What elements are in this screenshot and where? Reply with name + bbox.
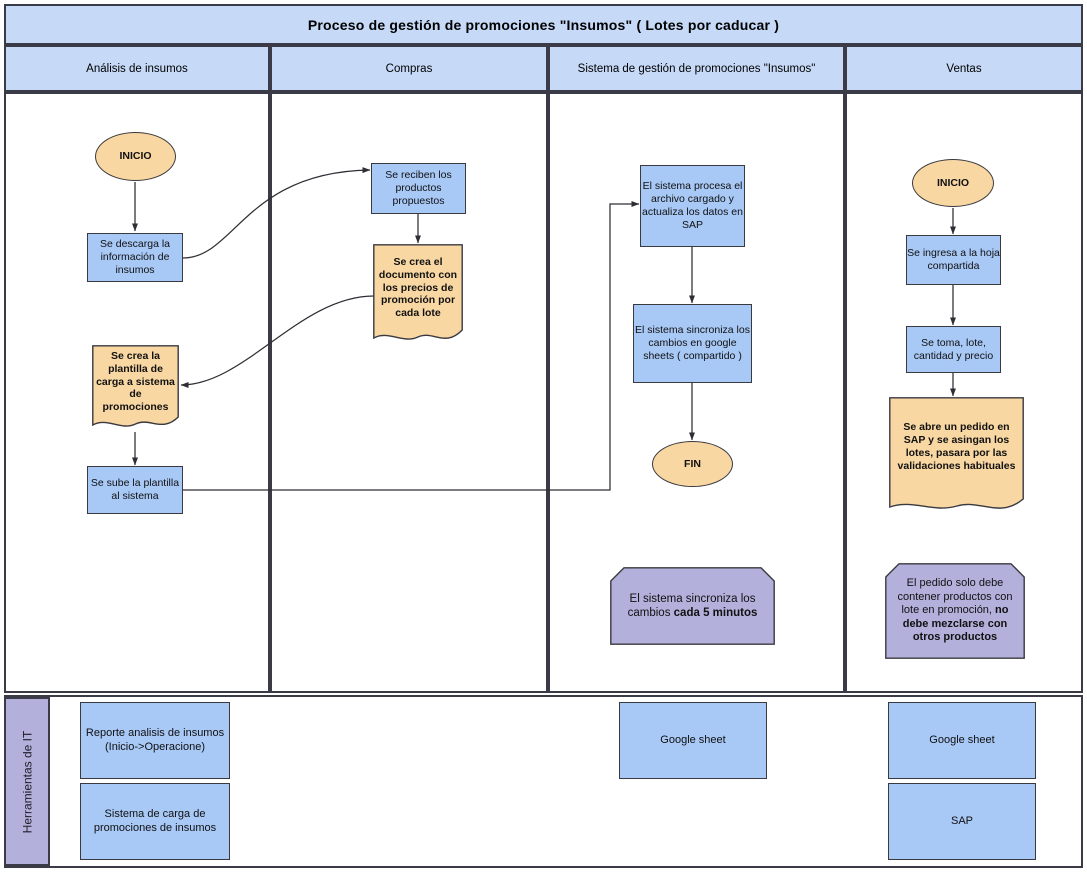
it-tool-sap[interactable]: SAP (888, 783, 1036, 860)
node-procesa-archivo[interactable]: El sistema procesa el archivo cargado y … (640, 165, 745, 247)
note-ventas: El pedido solo debe contener productos c… (885, 563, 1025, 659)
it-tool-reporte-analisis[interactable]: Reporte analisis de insumos (Inicio->Ope… (80, 702, 230, 779)
node-reciben-productos[interactable]: Se reciben los productos propuestos (371, 163, 466, 214)
note-sistema: El sistema sincroniza los cambios cada 5… (610, 567, 775, 645)
node-abre-pedido-label: Se abre un pedido en SAP y se asingan lo… (897, 421, 1016, 472)
lane-header-sistema: Sistema de gestión de promociones "Insum… (548, 45, 845, 92)
note-ventas-part-1: El pedido solo debe contener productos c… (897, 577, 1013, 617)
node-ingresa-hoja[interactable]: Se ingresa a la hoja compartida (906, 235, 1001, 285)
lane-header-compras: Compras (270, 45, 548, 92)
document-shape-icon (92, 345, 179, 427)
lane-header-analisis: Análisis de insumos (4, 45, 270, 92)
node-crea-documento[interactable]: Se crea el documento con los precios de … (373, 244, 463, 348)
lane-header-ventas: Ventas (845, 45, 1083, 92)
node-toma-lote[interactable]: Se toma, lote, cantidad y precio (906, 326, 1001, 373)
node-crea-plantilla[interactable]: Se crea la plantilla de carga a sistema … (92, 345, 179, 433)
note-shape-icon (610, 567, 775, 645)
diagram-title: Proceso de gestión de promociones "Insum… (4, 4, 1083, 45)
node-inicio-analisis[interactable]: INICIO (95, 132, 176, 181)
document-shape-icon (373, 244, 463, 340)
note-shape-icon (885, 563, 1025, 659)
document-shape-icon (889, 397, 1024, 509)
note-sistema-text: El sistema sincroniza los cambios cada 5… (610, 592, 775, 620)
node-inicio-ventas[interactable]: INICIO (912, 159, 994, 207)
node-sube-plantilla[interactable]: Se sube la plantilla al sistema (87, 466, 183, 514)
it-tools-label-text: Herramientas de IT (20, 730, 35, 833)
note-sistema-part-2: cada 5 minutos (673, 607, 758, 619)
note-ventas-text: El pedido solo debe contener productos c… (885, 577, 1025, 644)
node-fin-sistema[interactable]: FIN (652, 441, 733, 487)
node-abre-pedido[interactable]: Se abre un pedido en SAP y se asingan lo… (889, 397, 1024, 519)
it-tools-label: Herramientas de IT (4, 697, 50, 866)
it-tool-sistema-carga[interactable]: Sistema de carga de promociones de insum… (80, 783, 230, 860)
node-crea-plantilla-label: Se crea la plantilla de carga a sistema … (96, 350, 175, 414)
node-descarga-info[interactable]: Se descarga la información de insumos (87, 233, 183, 282)
node-crea-documento-label: Se crea el documento con los precios de … (378, 256, 458, 320)
node-sincroniza[interactable]: El sistema sincroniza los cambios en goo… (633, 304, 752, 383)
note-ventas-part-2: no debe mezclarse con otros productos (902, 604, 1009, 644)
it-tool-google-sheet-ventas[interactable]: Google sheet (888, 702, 1036, 779)
note-sistema-part-1: El sistema sincroniza los cambios (627, 592, 756, 619)
it-tool-google-sheet-sistema[interactable]: Google sheet (619, 702, 767, 779)
